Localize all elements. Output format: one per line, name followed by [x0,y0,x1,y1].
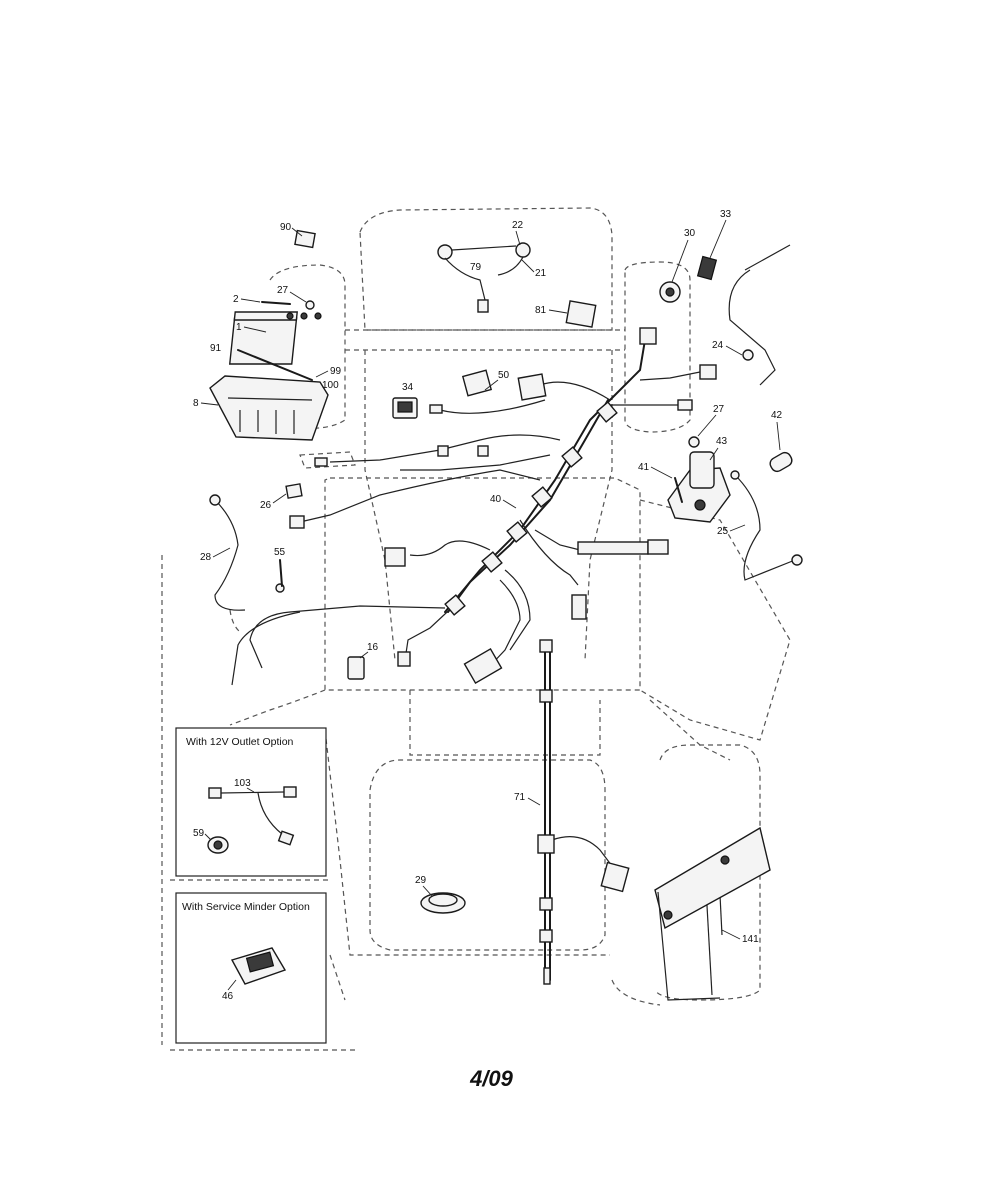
callout-40: 40 [490,494,502,505]
part-headlight-assembly [437,242,531,313]
part-59-outlet [207,836,229,854]
callout-21: 21 [535,268,547,279]
part-33-key [696,255,718,281]
part-1-battery [228,311,322,365]
callout-42: 42 [771,410,783,421]
callout-29: 29 [415,875,427,886]
callout-8: 8 [193,398,199,409]
option-box-12v-outlet: With 12V Outlet Option 103 59 [175,727,327,877]
option-title-service-minder: With Service Minder Option [182,901,310,913]
callout-59: 59 [193,828,205,839]
callout-16: 16 [367,642,379,653]
callout-141: 141 [742,934,759,945]
callout-90: 90 [280,222,292,233]
callout-41: 41 [638,462,650,473]
callout-33: 33 [720,209,732,220]
callout-91: 91 [210,343,222,354]
chassis-outline [161,207,791,1051]
parts [209,229,803,1001]
callout-1: 1 [236,322,242,333]
option-box-service-minder: With Service Minder Option 46 [175,892,327,1044]
part-50 [461,369,493,397]
callout-79: 79 [470,262,482,273]
callout-22: 22 [512,220,524,231]
callout-81: 81 [535,305,547,316]
callout-55: 55 [274,547,286,558]
callout-27b: 27 [713,404,725,415]
callout-71: 71 [514,792,526,803]
callout-2: 2 [233,294,239,305]
part-43-solenoid [667,451,731,523]
callout-50: 50 [498,370,510,381]
callout-99: 99 [330,366,342,377]
callout-103: 103 [234,778,251,789]
part-42-boot [769,451,793,473]
callout-labels: 90 22 33 30 79 21 2 27 81 1 91 99 100 8 … [193,209,783,945]
part-16-switch [347,656,365,680]
part-46-service-minder [230,947,287,985]
callout-43: 43 [716,436,728,447]
callout-30: 30 [684,228,696,239]
callout-100: 100 [322,380,339,391]
callout-24: 24 [712,340,724,351]
part-8-battery-tray [209,375,329,441]
callout-27a: 27 [277,285,289,296]
callout-46: 46 [222,991,234,1002]
harness-connectors [289,327,717,985]
part-26-clip [285,483,303,499]
callout-28: 28 [200,552,212,563]
callout-34: 34 [402,382,414,393]
callout-26: 26 [260,500,272,511]
date-code: 4/09 [470,1066,513,1091]
callout-25: 25 [717,526,729,537]
part-81-relay [565,300,597,328]
option-title-12v: With 12V Outlet Option [186,736,294,748]
part-141-panel [654,826,771,1001]
